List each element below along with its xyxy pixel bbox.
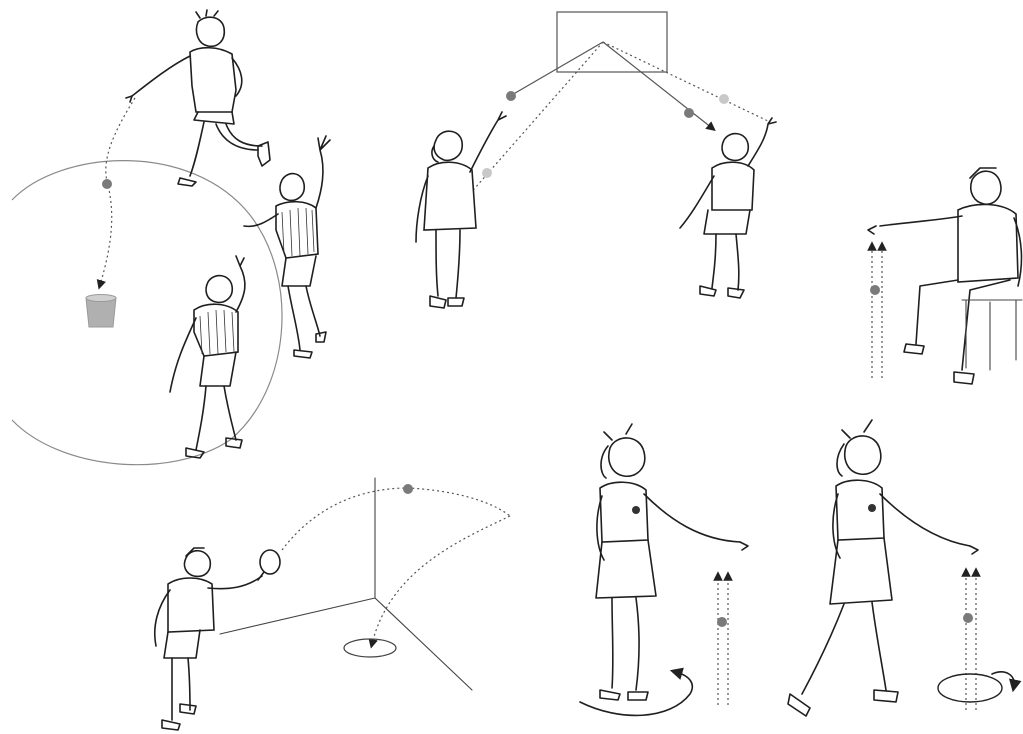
floor-edge-right bbox=[375, 598, 472, 690]
ball-icon bbox=[963, 613, 973, 623]
seated-player-figure bbox=[868, 168, 1022, 384]
ball-icon bbox=[717, 617, 727, 627]
ball-icon bbox=[506, 91, 516, 101]
player-thrower-figure bbox=[126, 10, 270, 186]
paddle-icon bbox=[258, 550, 280, 580]
ball-icon bbox=[482, 168, 492, 178]
scene-paddle-lob-to-target bbox=[155, 478, 510, 730]
target-ring bbox=[344, 639, 396, 657]
ball-icon bbox=[719, 94, 729, 104]
rotate-arrow-icon bbox=[938, 672, 1014, 702]
standing-player-figure bbox=[596, 424, 748, 700]
rotate-arrow-icon bbox=[580, 672, 692, 715]
player-receiver-figure bbox=[244, 136, 330, 358]
floor-edge-left bbox=[220, 598, 375, 634]
pass-line-right bbox=[603, 42, 712, 128]
target-box-icon bbox=[557, 12, 667, 72]
scene-circle-pass-to-bucket bbox=[12, 10, 330, 465]
pass-trajectory bbox=[100, 98, 135, 285]
bucket-icon bbox=[86, 295, 116, 328]
scene-standing-ball-drop-turn bbox=[580, 424, 748, 715]
scene-wall-bounce-pass bbox=[416, 12, 776, 308]
ball-icon bbox=[684, 108, 694, 118]
scene-seated-ball-drop bbox=[868, 168, 1022, 384]
walking-player-figure bbox=[788, 420, 978, 716]
ball-icon bbox=[870, 285, 880, 295]
player-left-figure bbox=[416, 112, 506, 308]
throwing-circle bbox=[12, 161, 282, 465]
player-catcher-figure bbox=[170, 256, 245, 458]
lob-trajectory-fall bbox=[372, 516, 510, 644]
scene-walking-ball-drop-turn bbox=[788, 420, 1014, 716]
paddle-player-figure bbox=[155, 548, 280, 730]
lob-trajectory bbox=[282, 488, 510, 550]
ball-icon bbox=[102, 179, 112, 189]
ball-icon bbox=[403, 484, 413, 494]
player-right-figure bbox=[680, 118, 776, 298]
